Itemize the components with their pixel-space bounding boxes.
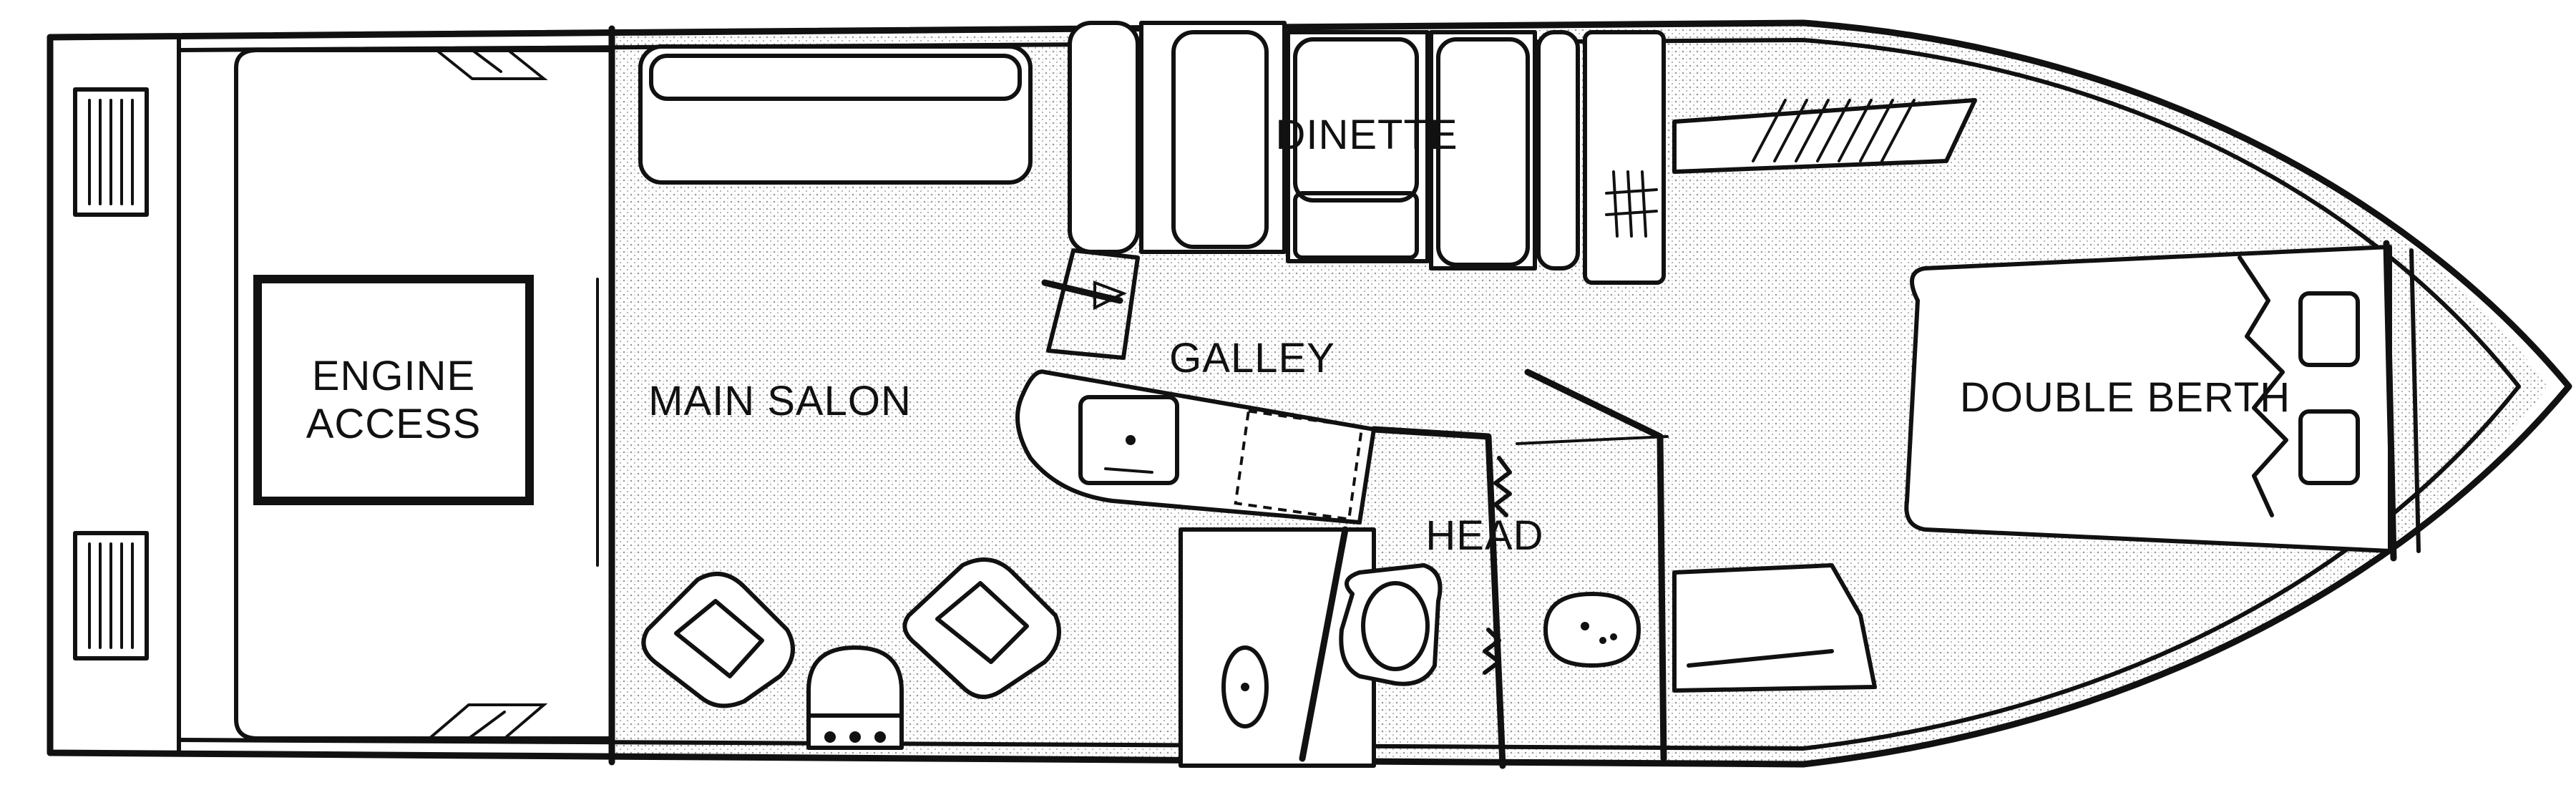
galley: GALLEY — [1015, 248, 1376, 768]
hull-outline — [47, 19, 2572, 768]
vent-bottom — [73, 531, 149, 660]
port-locker — [1672, 563, 1877, 693]
engine-access-hatch: ENGINE ACCESS — [253, 275, 534, 505]
bow-locker — [1672, 98, 1977, 174]
head-label: HEAD — [1425, 512, 1543, 559]
galley-label: GALLEY — [1169, 335, 1335, 381]
dinette-label: DINETTE — [1275, 112, 1458, 158]
salon-ottoman — [806, 645, 904, 750]
salon-sofa — [638, 44, 1033, 185]
engine-access-label-line2: ACCESS — [306, 401, 482, 447]
engine-access-label-line1: ENGINE — [312, 353, 475, 399]
salon-chair-right — [902, 557, 1061, 699]
double-berth: DOUBLE BERTH — [1904, 240, 2421, 562]
double-berth-label: DOUBLE BERTH — [1960, 374, 2290, 421]
main-salon-label: MAIN SALON — [648, 378, 912, 424]
salon-chair-left — [641, 572, 795, 708]
vent-top — [73, 87, 149, 217]
head-compartment: HEAD — [1299, 369, 1669, 769]
dinette: DINETTE — [1068, 21, 1666, 285]
